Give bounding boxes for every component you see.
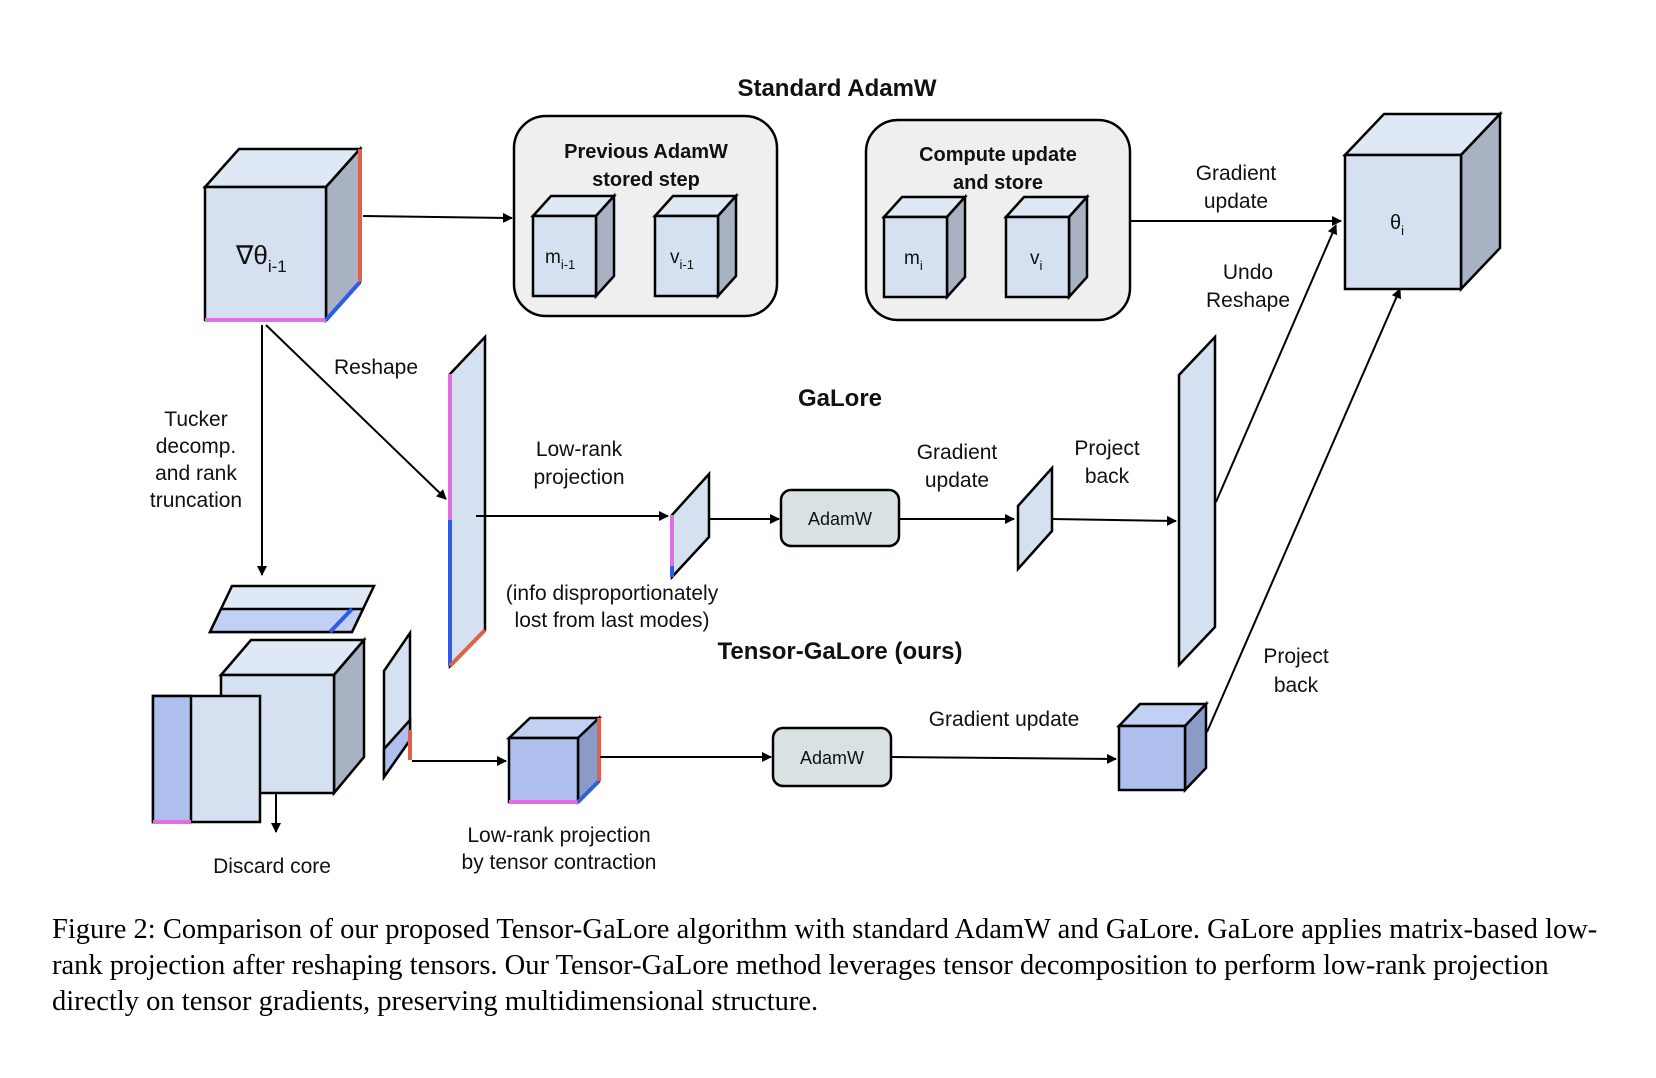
arrow-adamw-tensor-out — [890, 753, 1117, 764]
gradient-subscript: i-1 — [268, 257, 287, 276]
adamw-tensor-box: AdamW — [771, 726, 893, 788]
arrow-project-back-galore — [1051, 515, 1177, 526]
adamw-galore-label: AdamW — [808, 509, 872, 529]
svg-text:mi-1: mi-1 — [545, 247, 575, 272]
label-tucker-1: Tucker — [164, 408, 227, 431]
m-cur-subscript: i — [920, 258, 923, 273]
section-title-tensor-galore: Tensor-GaLore (ours) — [718, 638, 963, 665]
arrow-project-back-tensor — [1206, 288, 1401, 733]
label-galore-gradient-update-2: update — [925, 469, 989, 492]
m-prev-subscript: i-1 — [561, 257, 575, 272]
svg-text:∇θi-1: ∇θi-1 — [235, 240, 287, 276]
compute-box-title-line2: and store — [953, 172, 1043, 194]
label-tensor-contraction-1: Low-rank projection — [467, 824, 650, 847]
v-cur-cube: vi — [1003, 193, 1090, 301]
m-prev-cube: mi-1 — [530, 192, 617, 300]
label-galore-gradient-update-1: Gradient — [917, 441, 998, 464]
svg-text:mi: mi — [904, 248, 923, 273]
label-info-lost-1: (info disproportionately — [506, 582, 719, 605]
arrow-grad-to-previous — [362, 212, 513, 223]
label-tensor-gradient-update: Gradient update — [929, 708, 1080, 731]
compute-box-title-line1: Compute update — [919, 144, 1077, 166]
label-lowrank-1: Low-rank — [536, 438, 623, 461]
projected-matrix — [670, 470, 711, 581]
label-undo-reshape-2: Reshape — [1206, 289, 1290, 312]
section-title-galore: GaLore — [798, 385, 882, 412]
label-project-back-mid-2: back — [1085, 465, 1130, 488]
v-prev-subscript: i-1 — [680, 257, 694, 272]
gradient-tensor-cube: ∇θi-1 — [202, 145, 363, 324]
label-tucker-4: truncation — [150, 489, 242, 512]
core-projected-cube — [505, 715, 603, 806]
label-tucker-2: decomp. — [156, 435, 237, 458]
previous-box-title-line1: Previous AdamW — [564, 141, 728, 163]
v-cur-label: v — [1030, 248, 1040, 269]
compute-update-box: Compute update and store mi vi — [864, 118, 1132, 322]
figure-caption: Figure 2: Comparison of our proposed Ten… — [52, 914, 1598, 1017]
label-gradient-update-top-1: Gradient — [1196, 162, 1277, 185]
svg-text:θi: θi — [1390, 212, 1404, 238]
v-prev-cube: vi-1 — [652, 192, 739, 300]
theta-subscript: i — [1401, 223, 1404, 238]
m-cur-cube: mi — [881, 193, 968, 301]
projected-back-matrix — [1177, 333, 1217, 669]
mode-2-edge — [324, 280, 362, 322]
label-undo-reshape-1: Undo — [1223, 261, 1273, 284]
reshaped-matrix — [448, 333, 487, 670]
gradient-symbol: ∇θ — [235, 240, 268, 270]
label-tensor-contraction-2: by tensor contraction — [462, 851, 657, 874]
right-factor-matrix — [382, 628, 412, 781]
label-project-back-low-1: Project — [1263, 645, 1329, 668]
v-cur-subscript: i — [1040, 258, 1043, 273]
label-tucker-3: and rank — [155, 462, 237, 485]
updated-core-cube — [1116, 700, 1209, 794]
theta-label: θ — [1390, 212, 1401, 234]
updated-small-matrix — [1016, 464, 1054, 573]
adamw-tensor-label: AdamW — [800, 748, 864, 768]
previous-box-title-line2: stored step — [592, 169, 700, 191]
section-title-standard-adamw: Standard AdamW — [737, 75, 936, 102]
theta-cube: θi — [1342, 110, 1503, 293]
arrow-reshape — [265, 324, 447, 500]
top-factor-plane — [208, 584, 376, 634]
svg-text:vi-1: vi-1 — [670, 247, 694, 272]
adamw-galore-box: AdamW — [779, 488, 901, 548]
label-gradient-update-top-2: update — [1204, 190, 1268, 213]
label-lowrank-2: projection — [533, 466, 624, 489]
label-project-back-mid-1: Project — [1074, 437, 1140, 460]
label-project-back-low-2: back — [1274, 674, 1319, 697]
m-cur-label: m — [904, 248, 920, 269]
label-info-lost-2: lost from last modes) — [515, 609, 710, 632]
svg-text:vi: vi — [1030, 248, 1043, 273]
v-prev-label: v — [670, 247, 680, 268]
m-prev-label: m — [545, 247, 561, 268]
previous-adamw-state-box: Previous AdamW stored step mi-1 vi-1 — [512, 114, 779, 318]
left-factor-matrix — [151, 694, 262, 824]
label-reshape: Reshape — [334, 356, 418, 379]
arrow-undo-reshape — [1215, 224, 1338, 503]
label-discard-core: Discard core — [213, 855, 331, 878]
